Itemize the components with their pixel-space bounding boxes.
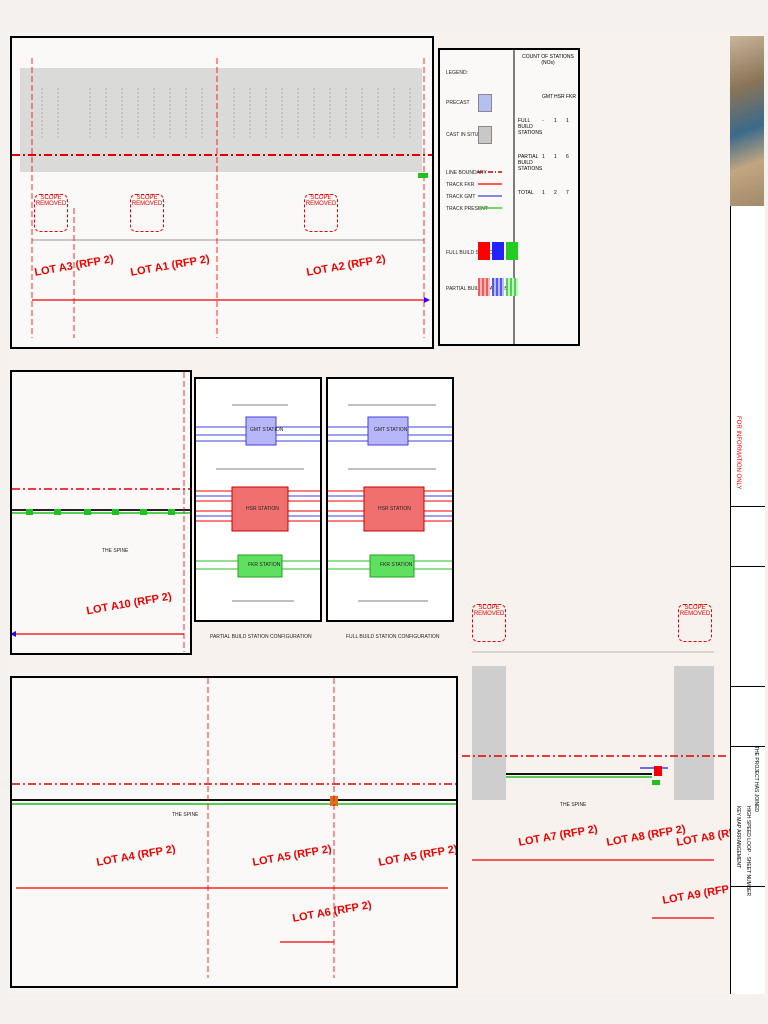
drawing-subtitle: KEY MAP ARRANGEMENT [735,806,741,869]
full-config-drawing [328,404,452,602]
legend-label: TRACK PRESENT [446,206,488,212]
top-plan-lines [12,58,432,338]
fkr-station-label: FKR STATION [248,562,281,568]
scope-removed-tag: SCOPE REMOVED [304,194,338,232]
legend-label: CAST IN SITU [446,132,479,138]
the-spine-label: THE SPINE [560,802,587,808]
full-build-swatches [478,242,518,265]
top-plan-panel: SCOPE REMOVED SCOPE REMOVED SCOPE REMOVE… [10,36,434,349]
legend-label: TRACK GMT [446,194,476,200]
the-spine-label: THE SPINE [172,812,199,818]
title-block: FOR INFORMATION ONLY THE PROJECT HAS JOI… [730,206,765,994]
mid-plan-panel: THE SPINE LOT A10 (RFP 2) [10,370,192,655]
title-block-row [731,566,765,687]
mid-plan-lines [12,372,190,652]
legend-label: PARTIAL BUILD STATIONS [446,286,508,292]
scope-removed-tag: SCOPE REMOVED [130,194,164,232]
hsr-station-label: HSR STATION [378,506,411,512]
fkr-station-label: FKR STATION [380,562,413,568]
scope-removed-tag: SCOPE REMOVED [472,604,506,642]
legend-label: PRECAST [446,100,470,106]
table-title: COUNT OF STATIONS (NOs) [522,54,574,66]
legend-title: LEGEND: [446,70,468,76]
scope-removed-tag: SCOPE REMOVED [34,194,68,232]
partial-config-caption: PARTIAL BUILD STATION CONFIGURATION [210,634,312,640]
bottom-plan-panel: THE SPINE LOT A4 (RFP 2) LOT A5 (RFP 2) … [10,676,458,988]
legend-label: FULL BUILD STATIONS [446,250,500,256]
precast-swatch [478,94,492,112]
cast-in-situ-zone [472,666,506,800]
station-count-table: COUNT OF STATIONS (NOs) GMT HSR FKR FULL… [518,54,576,196]
partial-config-panel: GMT STATION HSR STATION FKR STATION [194,377,322,622]
full-config-caption: FULL BUILD STATION CONFIGURATION [346,634,440,640]
project-name: THE PROJECT HAS JOINED [753,746,759,813]
location-satellite-image [730,36,764,206]
title-block-row [731,506,765,567]
cast-in-situ-swatch [478,126,492,144]
right-plan-area: SCOPE REMOVED SCOPE REMOVED THE SPINE LO… [462,540,756,940]
bottom-plan-lines [12,678,456,978]
title-block-row [731,686,765,747]
legend-panel: LEGEND: PRECAST CAST IN SITU LINE BOUNDA… [438,48,580,346]
gmt-station-label: GMT STATION [250,427,284,433]
title-block-row [731,886,765,995]
partial-build-swatches [478,278,518,301]
gmt-station-label: GMT STATION [374,427,408,433]
drawing-title: HIGH SPEED LOOP - SHEET NUMBER [745,806,751,897]
right-plan-lines [462,651,726,919]
partial-config-drawing [196,404,320,602]
legend-lines [478,50,515,344]
full-config-panel: GMT STATION HSR STATION FKR STATION [326,377,454,622]
legend-label: LINE BOUNDARY [446,170,487,176]
scope-removed-tag: SCOPE REMOVED [678,604,712,642]
hsr-station-label: HSR STATION [246,506,279,512]
for-information-stamp: FOR INFORMATION ONLY [735,416,741,490]
the-spine-label: THE SPINE [102,548,129,554]
legend-label: TRACK FKR [446,182,475,188]
cast-in-situ-zone [674,666,714,800]
title-block-row [731,746,765,807]
